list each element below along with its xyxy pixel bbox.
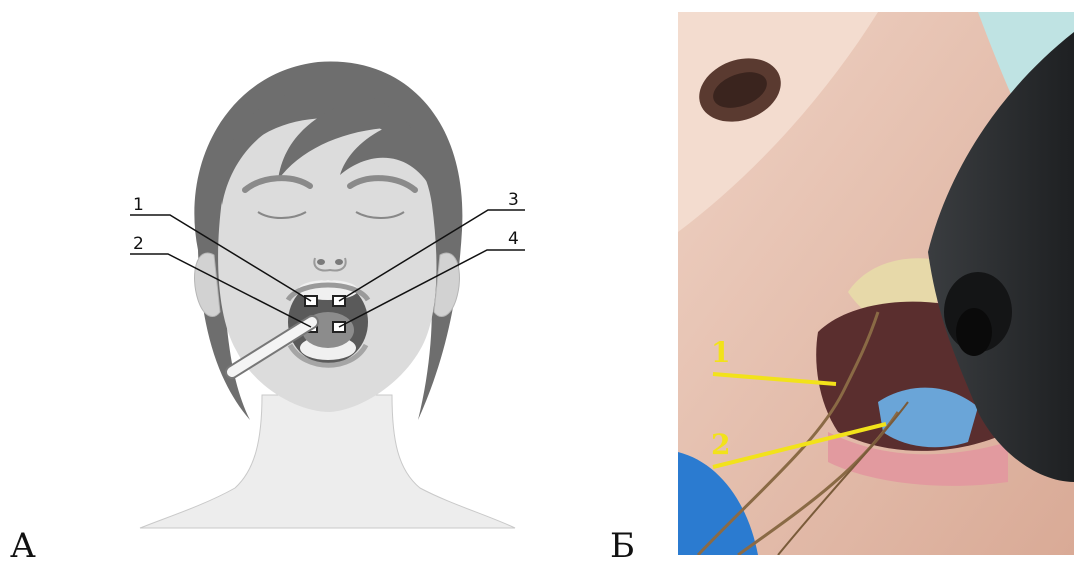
callout-label-photo-2: 2 xyxy=(711,428,730,461)
clinical-photo: 1 2 xyxy=(678,12,1074,555)
callout-label-1: 1 xyxy=(133,195,144,215)
callout-label-photo-1: 1 xyxy=(711,336,730,369)
callout-label-4: 4 xyxy=(508,229,519,249)
panel-label-a: А xyxy=(10,526,36,566)
callout-label-2: 2 xyxy=(133,234,144,254)
face-diagram: 1 2 3 4 xyxy=(0,0,600,572)
face-diagram-panel: 1 2 3 4 xyxy=(0,0,600,572)
callout-label-3: 3 xyxy=(508,190,519,210)
panel-label-b: Б xyxy=(610,526,635,566)
neck xyxy=(140,395,515,528)
clinical-photo-panel: 1 2 xyxy=(678,12,1074,555)
